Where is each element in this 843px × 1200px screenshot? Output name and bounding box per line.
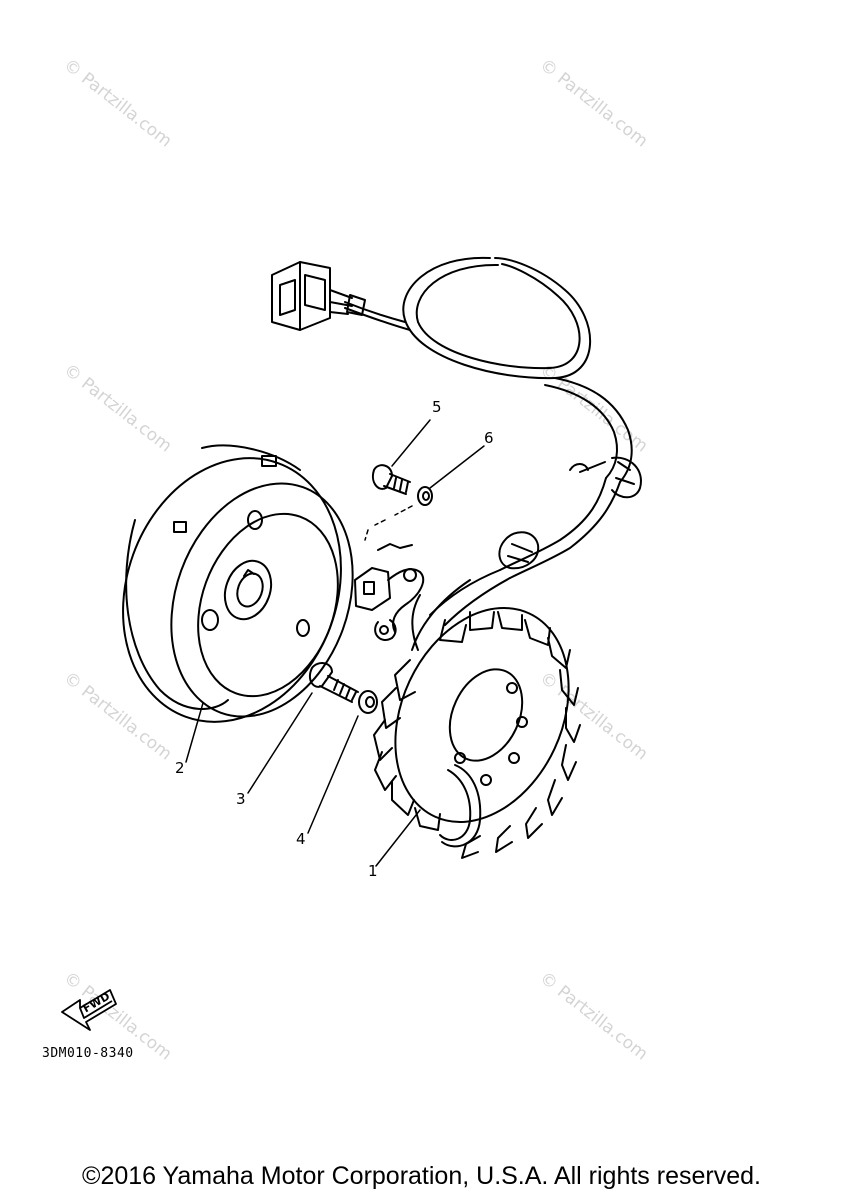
wire-coupler bbox=[271, 261, 366, 331]
stator-assembly bbox=[373, 607, 581, 859]
copyright-notice: ©2016 Yamaha Motor Corporation, U.S.A. A… bbox=[82, 1162, 761, 1190]
callout-3: 3 bbox=[236, 790, 246, 808]
callout-5: 5 bbox=[432, 398, 442, 416]
screw-5 bbox=[372, 464, 411, 495]
fwd-arrow-icon bbox=[61, 989, 117, 1031]
washer-6 bbox=[417, 486, 433, 506]
diagram-code: 3DM010-8340 bbox=[42, 1046, 134, 1061]
wire-harness bbox=[344, 256, 642, 651]
callout-1: 1 bbox=[368, 862, 378, 880]
washer-4 bbox=[358, 690, 378, 714]
callout-2: 2 bbox=[175, 759, 185, 777]
bolt-3 bbox=[308, 662, 359, 703]
callout-6: 6 bbox=[484, 429, 494, 447]
leader-lines bbox=[185, 419, 485, 867]
pickup-coil bbox=[354, 543, 425, 641]
rotor-flywheel bbox=[122, 444, 354, 723]
callout-4: 4 bbox=[296, 830, 306, 848]
